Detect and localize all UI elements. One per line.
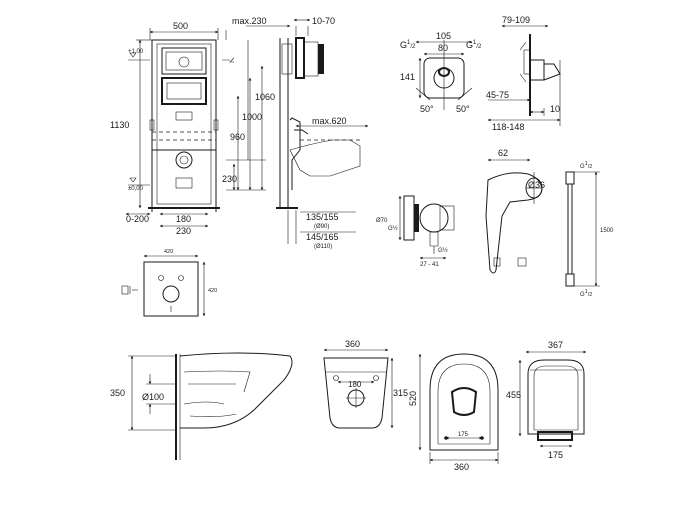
- label-g: G: [400, 40, 407, 50]
- dim-175-seat: 175: [548, 450, 563, 460]
- installation-frame-front-view: 500 max.230 1130 1060 1000 960 230 0-200…: [110, 16, 291, 236]
- label-g-sup: 1: [585, 161, 588, 167]
- dim-230-side: 230: [222, 174, 237, 184]
- angle-50-right: 50°: [456, 104, 470, 114]
- dim-141: 141: [400, 72, 415, 82]
- label-g12-left: G1/2: [400, 40, 416, 50]
- dim-1130: 1130: [110, 120, 129, 130]
- label-g-sub: /2: [588, 164, 593, 170]
- dim-180-holes: 180: [348, 380, 362, 389]
- angle-50-left: 50°: [420, 104, 434, 114]
- dim-455: 455: [506, 390, 521, 400]
- installation-frame-side-view: 10-70 max.620 135/155 (Ø90) 145/165 (Ø11…: [276, 16, 369, 250]
- dim-1500: 1500: [600, 228, 614, 234]
- dim-520: 520: [408, 391, 418, 406]
- level-zero: ±0,00: [128, 186, 144, 192]
- label-g-sup: 1: [585, 289, 588, 295]
- dim-27-41: 27 - 41: [420, 262, 439, 268]
- label-g12-right: G1/2: [466, 40, 482, 50]
- dim-d90: (Ø90): [314, 224, 329, 230]
- dim-1000: 1000: [242, 112, 262, 122]
- dim-10-70: 10-70: [312, 16, 335, 26]
- label-g12-hose-bottom: G1/2: [580, 289, 592, 298]
- dim-350: 350: [110, 388, 125, 398]
- label-g: G: [580, 292, 585, 298]
- label-g: G: [580, 164, 585, 170]
- dim-230-bottom: 230: [176, 226, 191, 236]
- dim-d36: Ø36: [528, 180, 545, 190]
- dim-10: 10: [550, 104, 560, 114]
- dim-max620: max.620: [312, 116, 347, 126]
- label-g12-hose-top: G1/2: [580, 161, 592, 170]
- dim-960: 960: [230, 132, 245, 142]
- dim-d70: Ø70: [376, 218, 388, 224]
- bowl-rear-view: 360 180 315: [323, 339, 408, 429]
- mixer-drawing: 105 80 141 G1/2 G1/2 50° 50° 79-109 45-7…: [400, 15, 561, 132]
- dim-175-bowl: 175: [458, 432, 469, 438]
- dim-420-width: 420: [164, 249, 173, 255]
- dim-max230: max.230: [232, 16, 267, 26]
- label-g: G: [466, 40, 473, 50]
- dim-d100: Ø100: [142, 392, 164, 402]
- dim-105: 105: [436, 31, 451, 41]
- insulation-plate: 420 420: [121, 249, 217, 317]
- label-g-sup: 1: [473, 40, 477, 46]
- dim-45-75: 45-75: [486, 90, 509, 100]
- level-plus-100: +1,00: [128, 49, 144, 55]
- label-g-sub: /2: [476, 44, 482, 50]
- dim-80: 80: [438, 43, 448, 53]
- hygienic-shower-drawing: Ø70 G½ G½ 27 - 41 62 Ø36 G1/2 1500 G1/2: [376, 148, 614, 298]
- dim-145-165: 145/165: [306, 232, 339, 242]
- seat-top-view: 367 455 175: [506, 340, 587, 460]
- dim-0-200: 0-200: [126, 214, 149, 224]
- dim-420-height: 420: [208, 288, 217, 294]
- dim-360-bottom: 360: [454, 462, 469, 472]
- dim-135-155: 135/155: [306, 212, 339, 222]
- dim-315: 315: [393, 388, 408, 398]
- dim-360-top: 360: [345, 339, 360, 349]
- bowl-side-view: 350 Ø100: [110, 352, 293, 460]
- label-g-sub: /2: [410, 44, 416, 50]
- label-g-sup: 1: [407, 40, 411, 46]
- dim-367: 367: [548, 340, 563, 350]
- dim-62: 62: [498, 148, 508, 158]
- dim-d110: (Ø110): [314, 244, 332, 250]
- dim-118-148: 118-148: [492, 122, 524, 132]
- dim-500: 500: [173, 21, 188, 31]
- label-g12-wall: G½: [388, 225, 398, 232]
- dim-180: 180: [176, 214, 191, 224]
- label-g-sub: /2: [588, 292, 593, 298]
- label-g12-outlet: G½: [438, 247, 448, 254]
- dim-79-109: 79-109: [502, 15, 530, 25]
- dim-1060: 1060: [255, 92, 275, 102]
- bowl-top-view: 520 175 360: [408, 353, 499, 472]
